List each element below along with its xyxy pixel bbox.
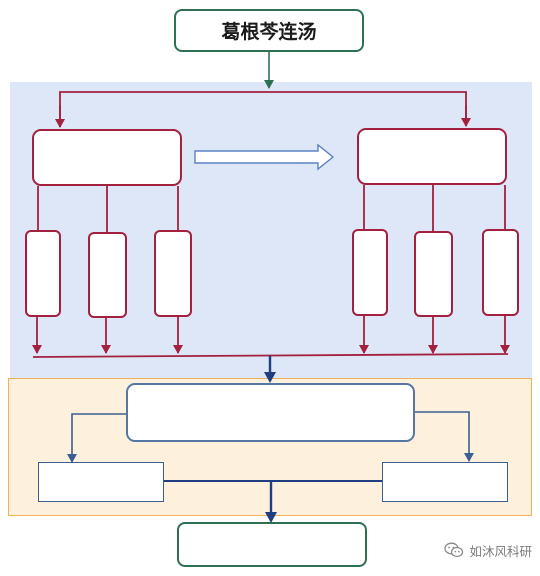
right-item-box-1 (352, 229, 388, 316)
merge-line (32, 353, 509, 358)
split-line (59, 91, 467, 127)
right-item-box-2 (414, 231, 453, 317)
formula-title-box: 葛根芩连汤 (174, 9, 364, 52)
right-result-box (382, 462, 508, 502)
watermark: 如沐风科研 (444, 541, 532, 559)
right-category-box (357, 128, 507, 185)
left-result-box (38, 462, 164, 502)
left-item-box-2 (88, 232, 127, 318)
formula-title: 葛根芩连汤 (221, 21, 317, 43)
transition-block-arrow (194, 143, 335, 171)
right-item-box-3 (482, 229, 519, 316)
left-category-box (32, 129, 182, 186)
outcome-box (177, 522, 367, 567)
central-process-box (126, 383, 415, 442)
watermark-text: 如沐风科研 (469, 543, 532, 559)
left-item-box-3 (154, 230, 192, 317)
to-right-result-arrow (415, 411, 474, 462)
left-item-box-1 (25, 230, 61, 317)
to-left-result-arrow (67, 413, 126, 463)
wechat-icon (444, 542, 464, 558)
